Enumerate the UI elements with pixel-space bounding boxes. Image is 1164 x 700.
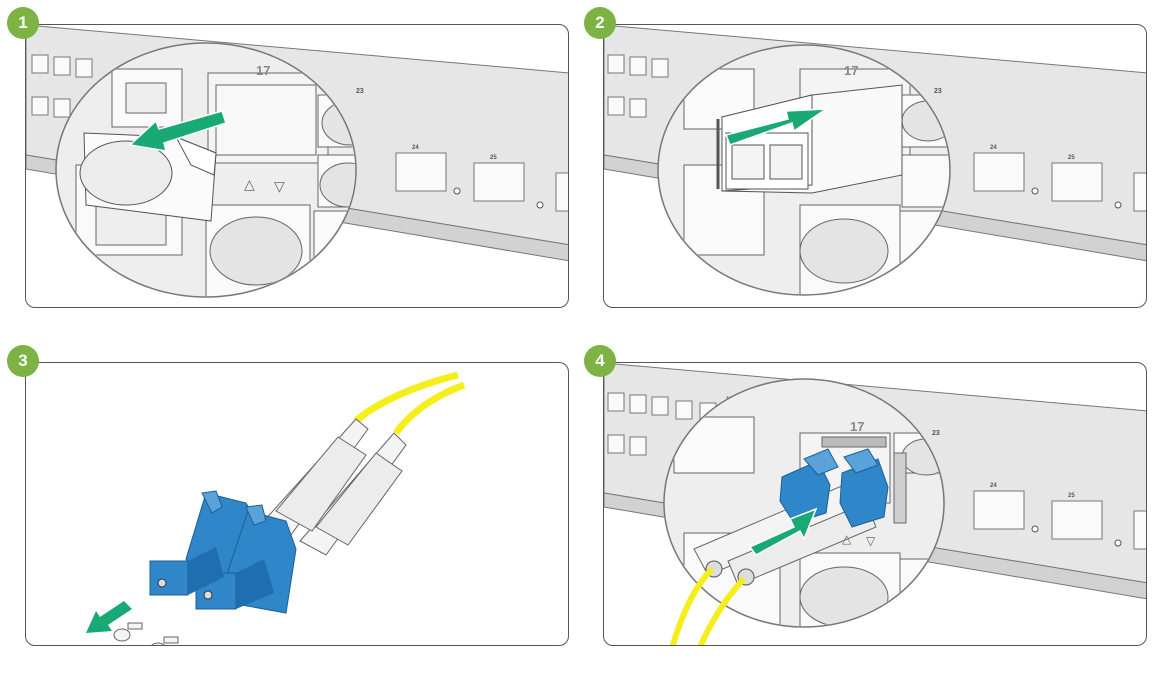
step-badge-2: 2 — [584, 7, 616, 39]
port-label-25: 25 — [1068, 155, 1075, 161]
arrow-up-triangle-icon: △ — [244, 176, 255, 192]
step-2-panel: 24 25 17 23 — [603, 24, 1147, 308]
step-3-panel — [25, 362, 569, 646]
step-4-panel: 15 24 25 17 23 △ — [603, 362, 1147, 646]
step-1-illustration: 24 25 17 23 △ ▽ — [26, 25, 568, 298]
step-4-illustration: 15 24 25 17 23 △ — [604, 363, 1146, 645]
direction-arrow-icon — [128, 110, 227, 152]
port-label-23: 23 — [932, 430, 940, 437]
step-badge-1: 1 — [7, 7, 39, 39]
direction-arrow-icon — [86, 601, 132, 633]
port-label-23: 23 — [934, 88, 942, 95]
port-label-24: 24 — [990, 145, 997, 151]
port-label-17: 17 — [844, 63, 858, 78]
direction-arrow-icon — [724, 108, 829, 146]
step-badge-4: 4 — [584, 345, 616, 377]
step-1-panel: 24 25 17 23 △ ▽ — [25, 24, 569, 308]
port-label-24: 24 — [990, 483, 997, 489]
step-2-illustration: 24 25 17 23 — [604, 25, 1146, 296]
port-label-23: 23 — [356, 88, 364, 95]
port-label-17: 17 — [850, 419, 864, 434]
port-label-17: 17 — [256, 63, 270, 78]
direction-arrow-icon — [748, 507, 818, 556]
step-badge-3: 3 — [7, 345, 39, 377]
arrow-down-triangle-icon: ▽ — [274, 178, 285, 194]
arrow-up-triangle-icon: △ — [842, 532, 852, 546]
port-label-25: 25 — [490, 155, 497, 161]
port-label-24: 24 — [412, 145, 419, 151]
port-label-25: 25 — [1068, 493, 1075, 499]
arrow-down-triangle-icon: ▽ — [866, 534, 876, 548]
step-3-illustration — [86, 371, 466, 645]
